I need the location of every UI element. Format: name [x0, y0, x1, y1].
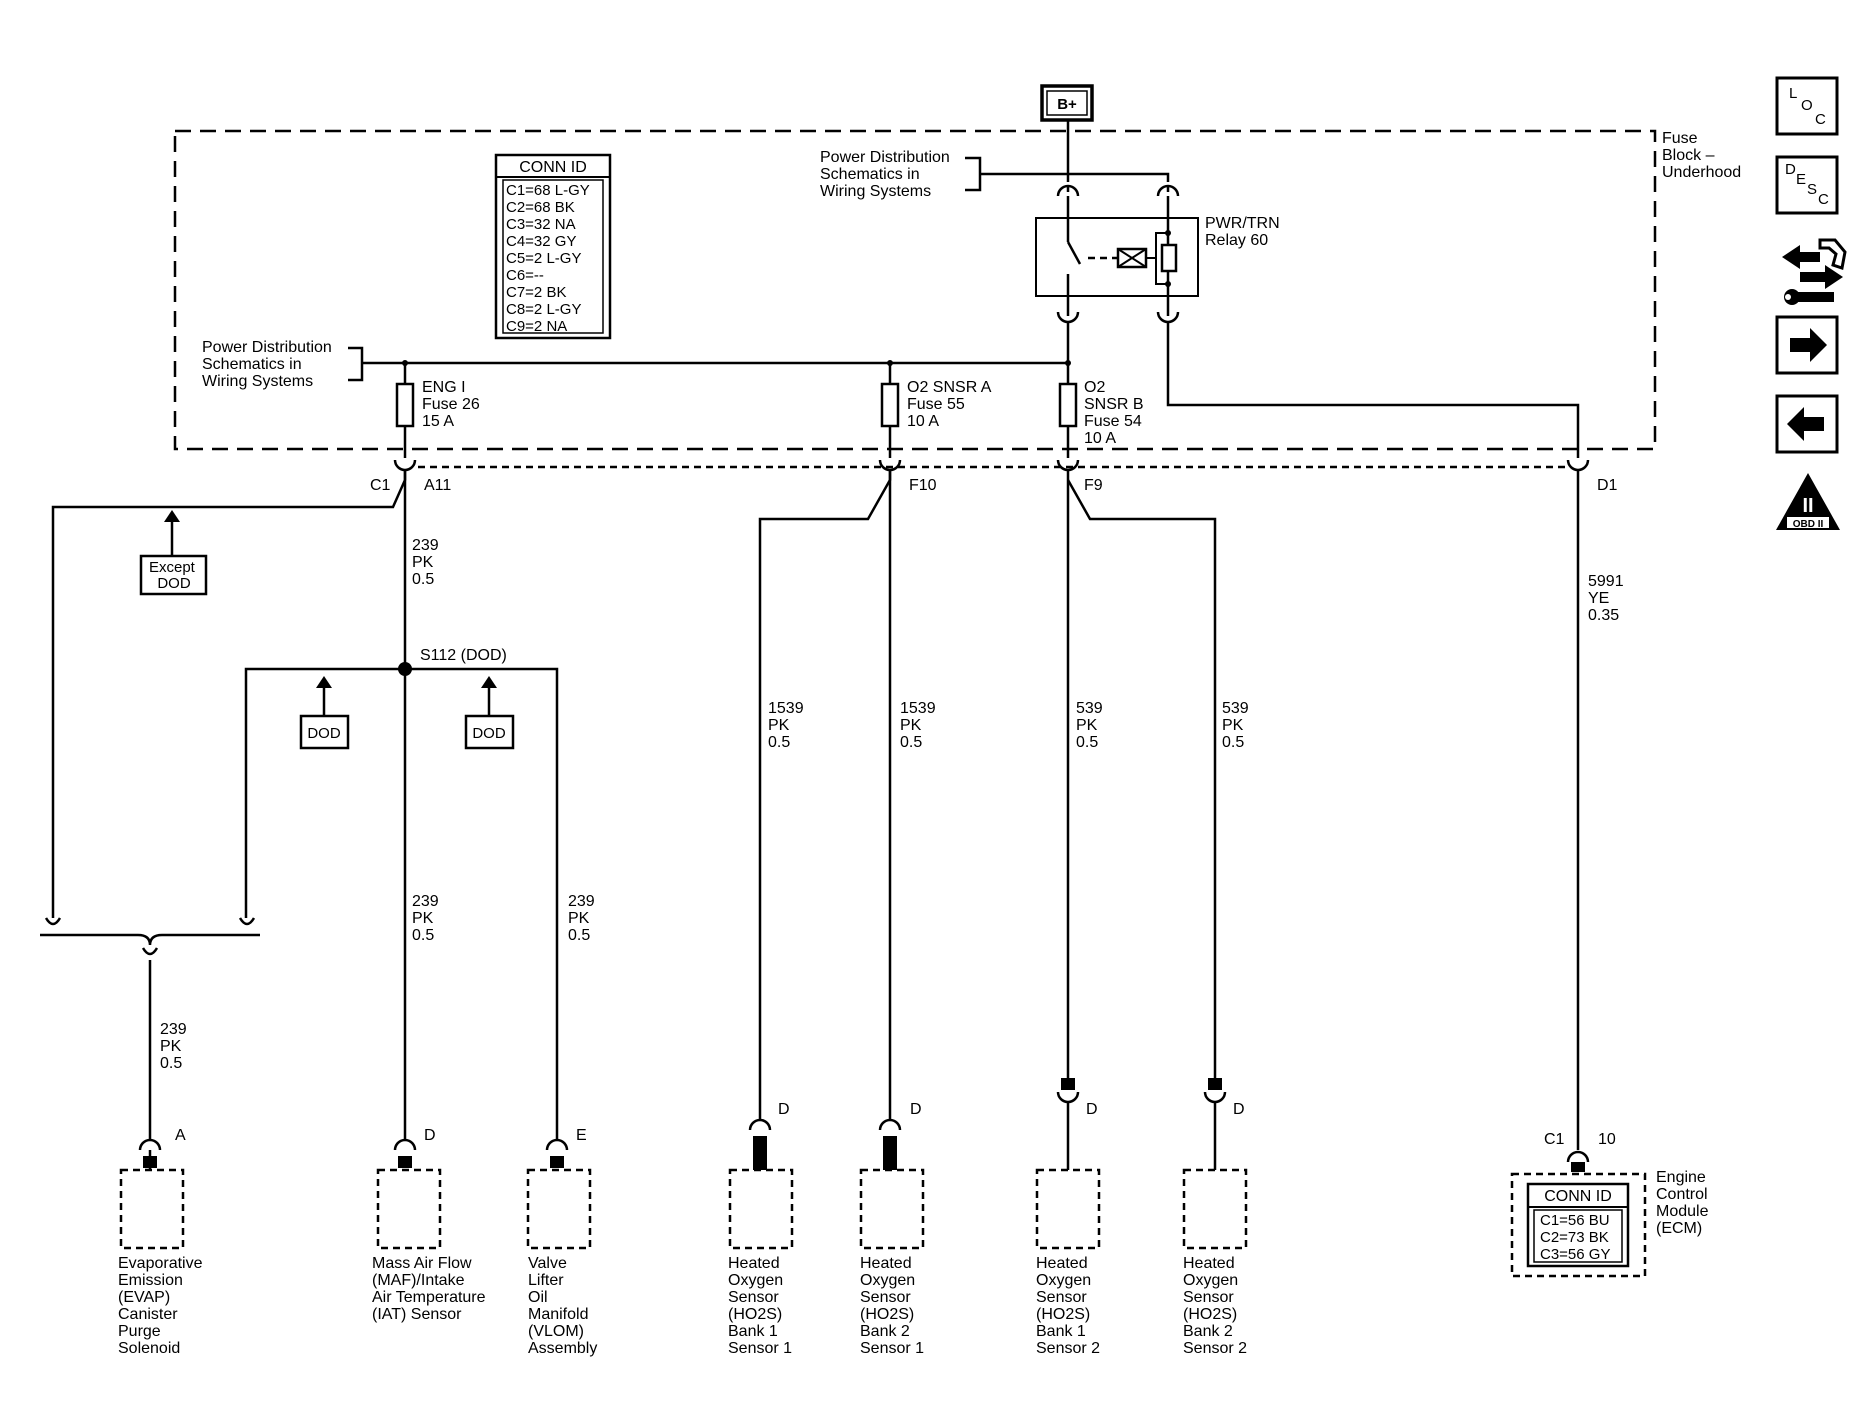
ecm-conn-id-title: CONN ID — [1544, 1188, 1612, 1205]
wire-539-b: 539 PK 0.5 — [1222, 700, 1253, 751]
ecm-pin-label: 10 — [1598, 1131, 1616, 1148]
power-dist-ref-top: Power Distribution Schematics in Wiring … — [820, 149, 1068, 200]
battery-label: B+ — [1057, 96, 1077, 113]
wire-239-top: 239 PK 0.5 — [412, 537, 443, 588]
fuse-block-boundary — [173, 129, 1657, 451]
next-button[interactable] — [1775, 315, 1839, 375]
power-dist-ref-left: Power Distribution Schematics in Wiring … — [202, 339, 1068, 390]
wire-539-a: 539 PK 0.5 — [1076, 700, 1107, 751]
evap-pin-label: A — [175, 1127, 186, 1144]
pin-c1-label: C1 — [370, 477, 391, 494]
description-button[interactable]: D E S C — [1775, 155, 1839, 215]
previous-button[interactable] — [1775, 394, 1839, 454]
evap-component-label: Evaporative Emission (EVAP) Canister Pur… — [118, 1255, 207, 1357]
svg-text:Power Distribution Schem: Power Distribution Schematics in Wiring … — [202, 339, 336, 390]
obd-ii-icon — [1776, 473, 1840, 530]
arrow-left-icon — [1787, 407, 1824, 441]
pin-a11-label: A11 — [424, 477, 451, 494]
desc-letter-d: D — [1785, 161, 1796, 178]
loc-letter-c: C — [1815, 111, 1826, 128]
loc-letter-o: O — [1801, 97, 1813, 114]
ho2s-b2s1-label: Heated Oxygen Sensor (HO2S) Bank 2 Senso… — [860, 1255, 924, 1357]
dod-box-left: DOD — [299, 676, 350, 750]
vlom-assembly: 239 PK 0.5 E Valve Lifter Oil Manifold (… — [526, 893, 599, 1357]
wire-239-maf: 239 PK 0.5 — [412, 893, 443, 944]
splice-s112: S112 (DOD) 239 PK 0.5 — [244, 470, 559, 1140]
svg-text:Except DOD: Except DOD — [149, 559, 199, 592]
maf-pin-label: D — [424, 1127, 436, 1144]
conn-id-table: CONN ID C1=68 L-GY C2=68 BK C3=32 NA C4=… — [494, 153, 612, 340]
wire-5991: 5991 YE 0.35 — [1588, 573, 1628, 624]
ecm-module: 5991 YE 0.35 C1 10 CONN ID C1=56 BU C2=7… — [1510, 470, 1713, 1278]
desc-letter-s: S — [1807, 181, 1817, 198]
maf-sensor: 239 PK 0.5 D Mass Air Flow (MAF)/Intake … — [372, 893, 490, 1323]
pin-d1-label: D1 — [1597, 477, 1618, 494]
ho2s-b2s1-pin-label: D — [910, 1101, 922, 1118]
desc-letter-c: C — [1818, 191, 1829, 208]
ho2s-bank1-sensor1: 1539 PK 0.5 D Heated Oxygen Sensor (HO2S… — [728, 470, 892, 1357]
conn-id-rows: C1=68 L-GY C2=68 BK C3=32 NA C4=32 GY C5… — [506, 182, 594, 335]
ho2s-b2s2-pin-label: D — [1233, 1101, 1245, 1118]
loc-letter-l: L — [1789, 85, 1797, 102]
pin-f9-label: F9 — [1084, 477, 1103, 494]
ecm-conn-id-rows: C1=56 BU C2=73 BK C3=56 GY — [1540, 1212, 1614, 1263]
fuse-55: O2 SNSR A Fuse 55 10 A — [880, 360, 995, 448]
relay-circuit: PWR/TRN Relay 60 — [1035, 120, 1580, 448]
obd-numeral: II — [1802, 495, 1813, 517]
svg-text:DOD: DOD — [307, 725, 341, 742]
battery-source: B+ — [1040, 84, 1094, 122]
fuse-block-label: Fuse Block – Underhood — [1662, 130, 1741, 181]
fuse-26: ENG I Fuse 26 15 A — [395, 360, 484, 448]
wire-239-evap: 239 PK 0.5 — [160, 1021, 191, 1072]
dod-box-right: DOD — [464, 676, 515, 750]
relay-box — [1035, 217, 1199, 297]
ho2s-b1s1-label: Heated Oxygen Sensor (HO2S) Bank 1 Senso… — [728, 1255, 792, 1357]
conn-id-title: CONN ID — [519, 159, 587, 176]
svg-text:O2 SNSR B Fuse 54: O2 SNSR B Fuse 54 10 A — [1084, 379, 1148, 447]
ecm-component-label: Engine Control Module (ECM) — [1656, 1169, 1713, 1237]
location-button[interactable]: L O C — [1775, 76, 1839, 136]
obd-ii-button[interactable]: II OBD II — [1776, 473, 1840, 530]
ho2s-b1s1-pin-label: D — [778, 1101, 790, 1118]
ho2s-bank2-sensor2: 539 PK 0.5 D Heated Oxygen Sensor (HO2S)… — [1066, 479, 1253, 1357]
fuse-54: O2 SNSR B Fuse 54 10 A — [1058, 379, 1148, 447]
connector-wrench-icon — [1782, 238, 1847, 305]
ecm-conn-label: C1 — [1544, 1131, 1565, 1148]
relay-label: PWR/TRN Relay 60 — [1205, 215, 1284, 249]
svg-text:ENG I Fuse 26 15 A: ENG I Fuse 26 15 A — [422, 379, 484, 430]
svg-text:DOD: DOD — [472, 725, 506, 742]
ho2s-b2s2-label: Heated Oxygen Sensor (HO2S) Bank 2 Senso… — [1183, 1255, 1247, 1357]
vlom-component-label: Valve Lifter Oil Manifold (VLOM) Assembl… — [528, 1255, 597, 1357]
arrow-right-icon — [1790, 328, 1827, 362]
evap-branch: A 239 PK 0.5 Evaporative Emission (EVAP)… — [40, 470, 407, 1357]
except-dod-box: Except DOD — [139, 510, 208, 596]
diagnostic-tool-button[interactable] — [1782, 238, 1847, 305]
ho2s-b1s2-pin-label: D — [1086, 1101, 1098, 1118]
vlom-pin-label: E — [576, 1127, 587, 1144]
pin-f10-label: F10 — [909, 477, 937, 494]
fuse-block-connectors: C1 A11 F10 F9 D1 — [370, 448, 1618, 494]
ho2s-b1s2-label: Heated Oxygen Sensor (HO2S) Bank 1 Senso… — [1036, 1255, 1100, 1357]
obd-label: OBD II — [1793, 519, 1824, 530]
desc-letter-e: E — [1796, 171, 1806, 188]
ho2s-bank2-sensor1: 1539 PK 0.5 D Heated Oxygen Sensor (HO2S… — [859, 470, 940, 1357]
wire-1539-a: 1539 PK 0.5 — [768, 700, 808, 751]
maf-component-label: Mass Air Flow (MAF)/Intake Air Temperatu… — [372, 1255, 490, 1323]
svg-text:Power Distribution Schem: Power Distribution Schematics in Wiring … — [820, 149, 954, 200]
svg-text:O2 SNSR A Fuse 55: O2 SNSR A Fuse 55 10 A — [907, 379, 995, 430]
splice-label: S112 (DOD) — [420, 647, 507, 664]
ho2s-bank1-sensor2: 539 PK 0.5 D Heated Oxygen Sensor (HO2S)… — [1035, 470, 1107, 1357]
wire-1539-b: 1539 PK 0.5 — [900, 700, 940, 751]
wire-239-vlom: 239 PK 0.5 — [568, 893, 599, 944]
